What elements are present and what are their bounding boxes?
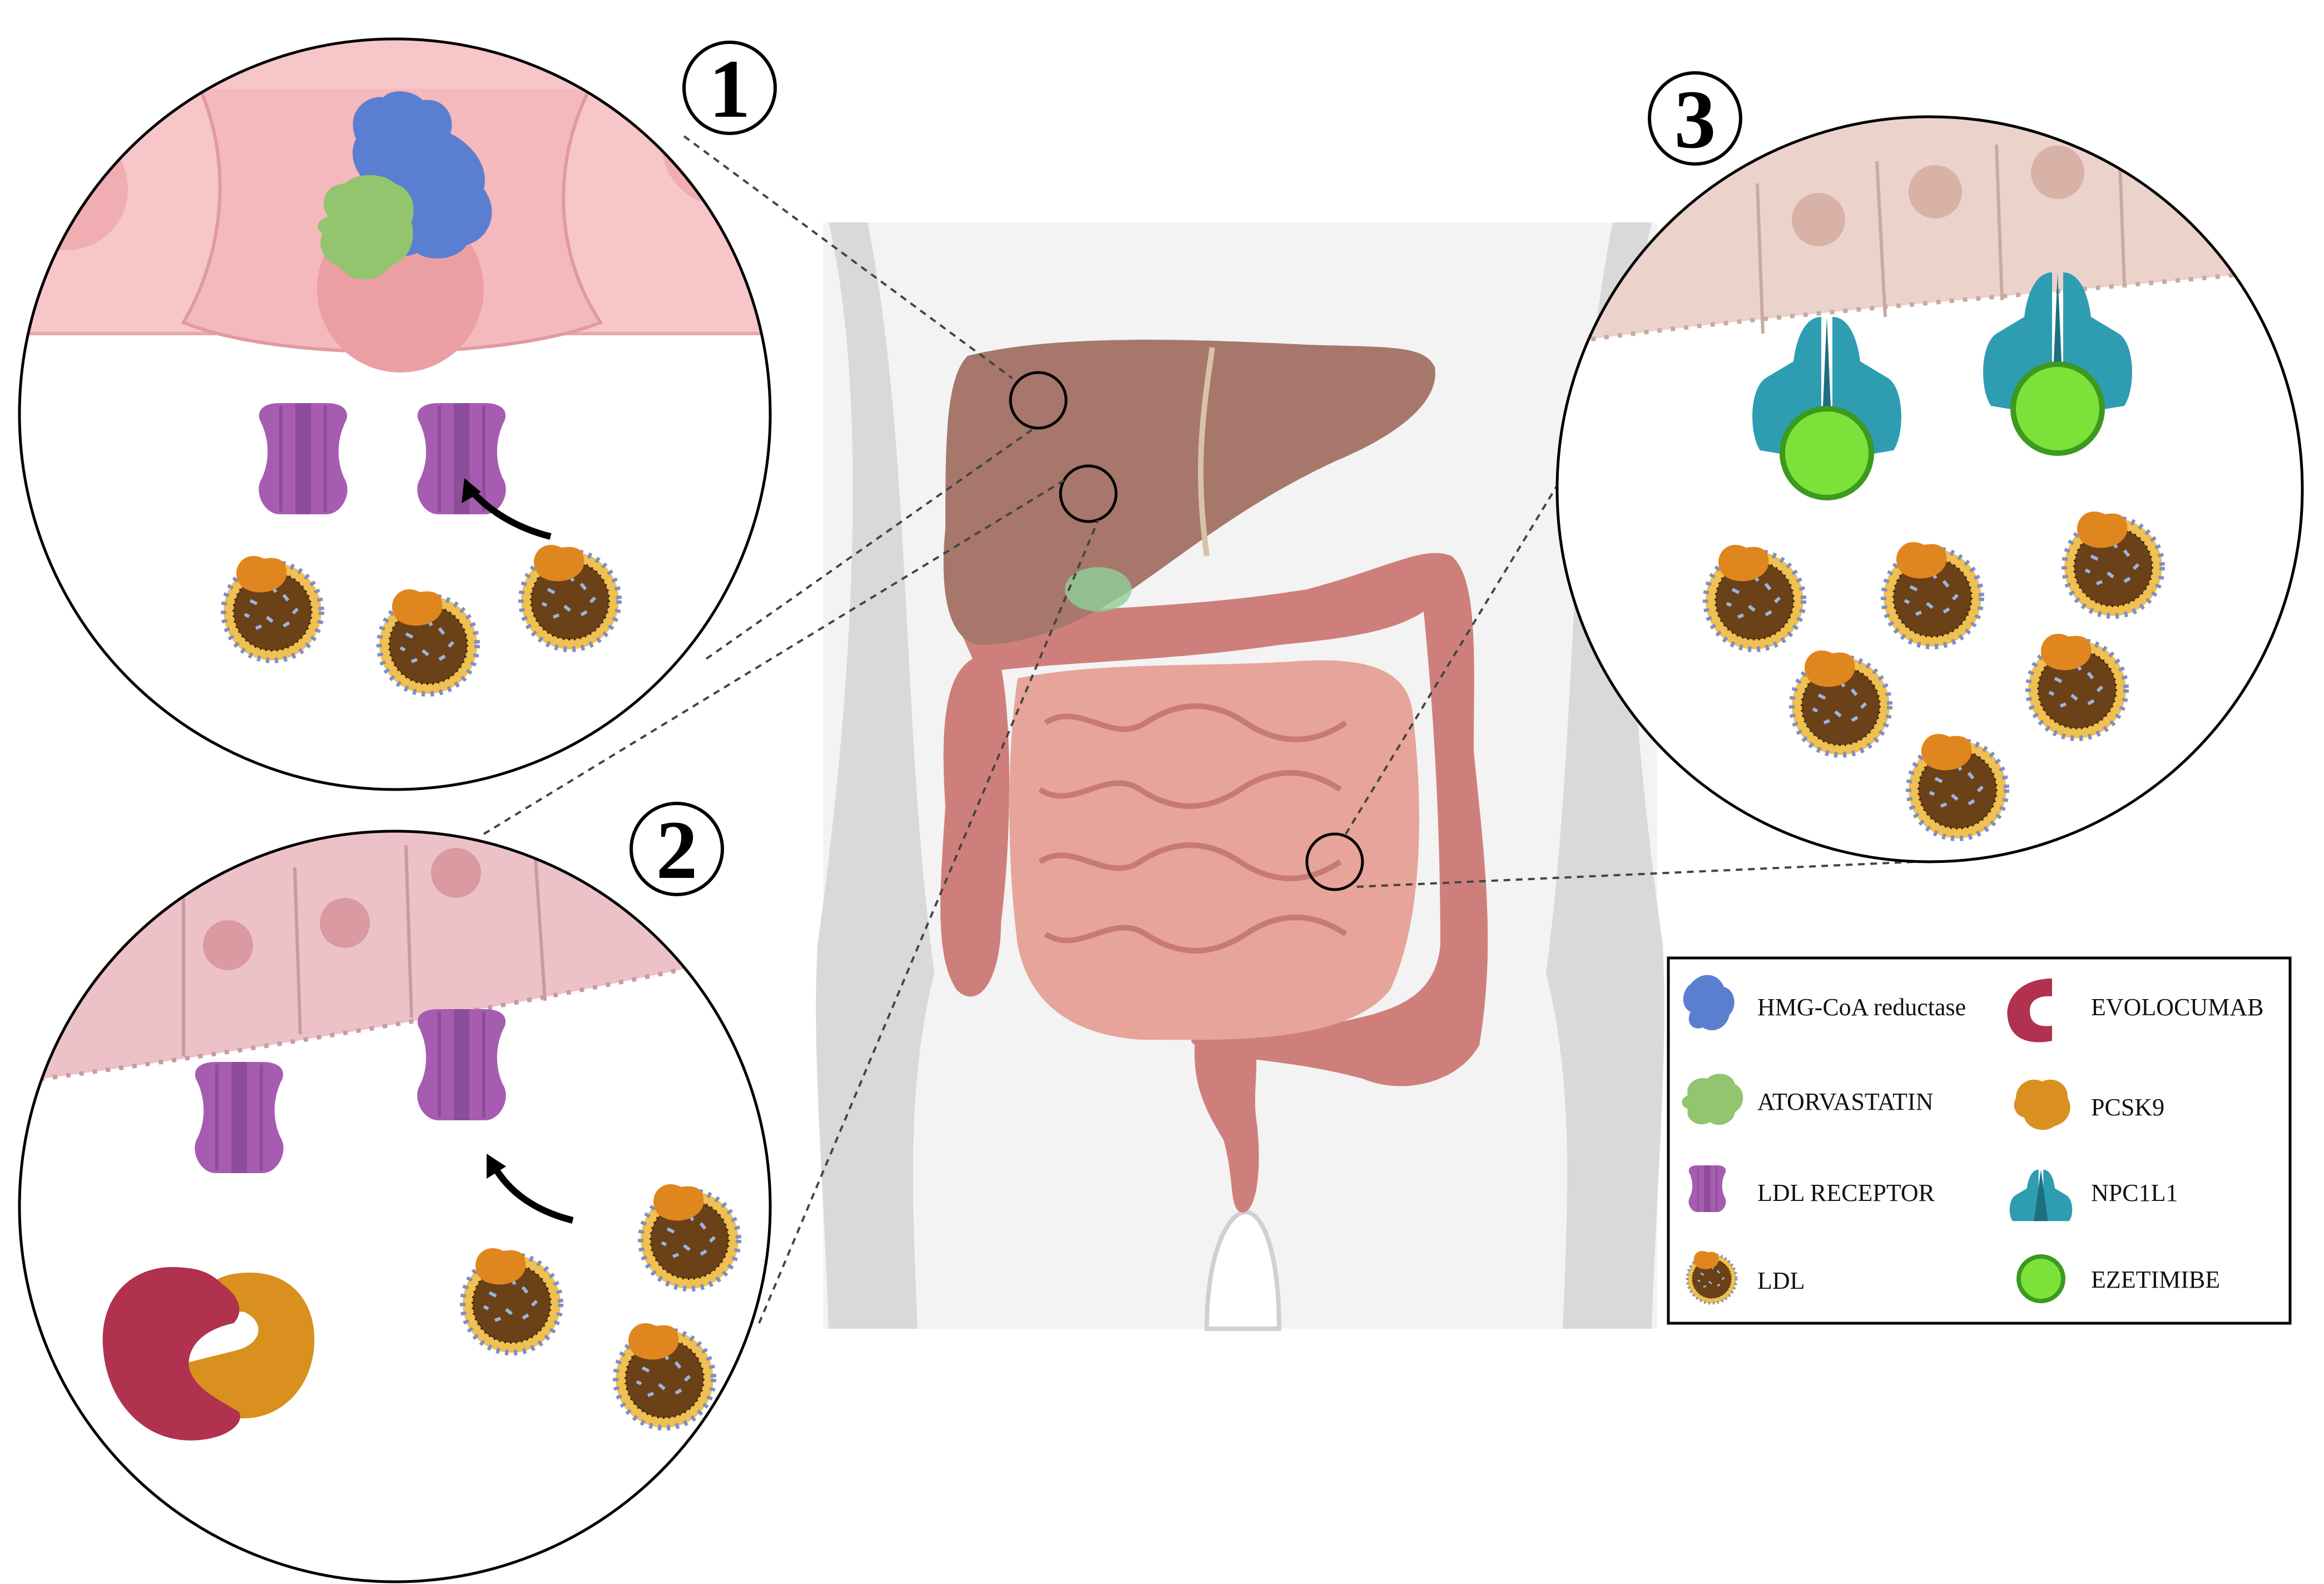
svg-text:1: 1 (709, 43, 751, 135)
legend-item-ldl: LDL (1687, 1251, 1805, 1303)
pcsk9-icon (2014, 1079, 2070, 1130)
svg-text:2: 2 (656, 804, 698, 896)
legend-label-pcsk9: PCSK9 (2091, 1094, 2164, 1121)
atorvastatin-icon (1682, 1074, 1743, 1125)
legend-label-ldl-receptor: LDL RECEPTOR (1757, 1179, 1935, 1206)
large-intestine (940, 553, 1488, 1213)
panel-number-3: 3 (1648, 71, 1742, 166)
svg-text:3: 3 (1674, 73, 1716, 166)
legend-label-hmg-coa-reductase: HMG-CoA reductase (1757, 994, 1966, 1021)
npc1l1-icon (2009, 1169, 2073, 1221)
zoom-source-liver-2 (1059, 464, 1118, 523)
ldl-receptor-icon (1688, 1164, 1727, 1213)
legend-label-ldl: LDL (1757, 1267, 1805, 1294)
small-intestine (1009, 660, 1419, 1040)
legend-item-evolocumab: EVOLOCUMAB (2007, 979, 2263, 1042)
legend-label-atorvastatin: ATORVASTATIN (1757, 1088, 1934, 1115)
legend-label-npc1l1: NPC1L1 (2091, 1179, 2178, 1206)
legend-item-ezetimibe: EZETIMIBE (2016, 1254, 2220, 1303)
liver (943, 340, 1435, 645)
atorvastatin-molecule (318, 175, 414, 280)
legend-label-ezetimibe: EZETIMIBE (2091, 1266, 2220, 1293)
hmg-coa-reductase-icon (1683, 975, 1735, 1031)
pcsk9-evolocumab-complex (102, 1267, 315, 1441)
legend-item-pcsk9: PCSK9 (2014, 1079, 2164, 1130)
legend: HMG-CoA reductase EVOLOCUMAB ATORVASTATI… (1667, 956, 2292, 1325)
panel-2-enterocyte-zoom (18, 830, 772, 1583)
panel-number-2: 2 (630, 802, 724, 896)
panel-1-hepatocyte-zoom (18, 37, 772, 791)
legend-item-ldl-receptor: LDL RECEPTOR (1688, 1164, 1935, 1213)
legend-item-atorvastatin: ATORVASTATIN (1682, 1074, 1934, 1125)
ezetimibe-icon (2016, 1254, 2065, 1303)
panel-number-1: 1 (682, 41, 777, 135)
zoom-source-intestine-3 (1305, 832, 1364, 891)
evolocumab-icon (2007, 979, 2052, 1042)
legend-item-hmg-coa-reductase: HMG-CoA reductase (1683, 975, 1966, 1031)
legend-label-evolocumab: EVOLOCUMAB (2091, 994, 2263, 1021)
panel-3-intestinal-zoom (1555, 115, 2304, 863)
legend-item-npc1l1: NPC1L1 (2009, 1169, 2178, 1221)
zoom-source-liver-1 (1009, 371, 1068, 430)
